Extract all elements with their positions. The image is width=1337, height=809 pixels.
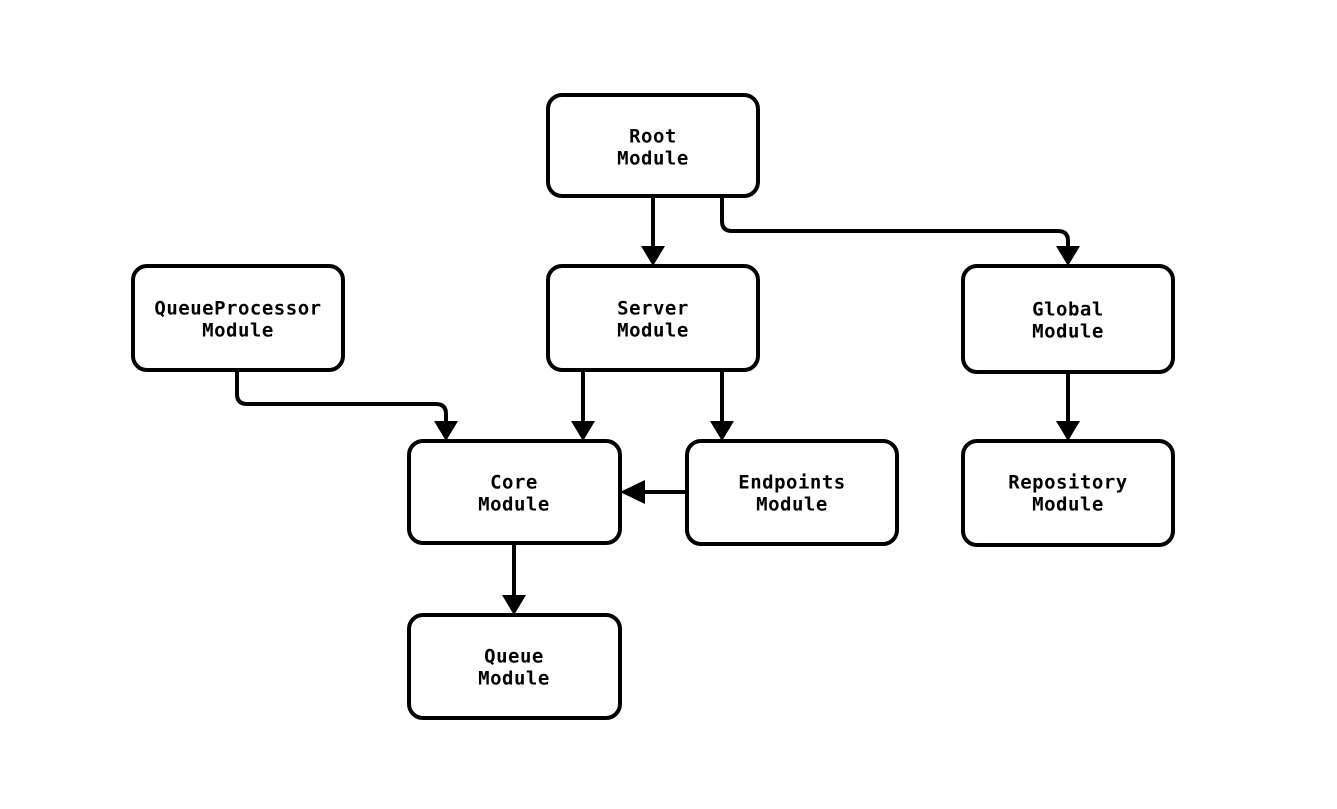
node-label-line2: Module xyxy=(202,320,274,342)
node-label-line2: Module xyxy=(478,668,550,690)
edge-root-to-server xyxy=(641,196,665,266)
queue-module-node[interactable]: Queue Module xyxy=(407,613,622,720)
node-label-line1: Repository xyxy=(1008,472,1127,494)
arrowhead-icon xyxy=(571,421,595,441)
node-label-line2: Module xyxy=(617,148,689,170)
edge-global-to-repository xyxy=(1056,372,1080,441)
node-shape xyxy=(546,264,760,372)
arrowhead-icon xyxy=(1056,421,1080,441)
server-module-node[interactable]: Server Module xyxy=(546,264,760,372)
arrowhead-icon xyxy=(710,421,734,441)
endpoints-module-node[interactable]: Endpoints Module xyxy=(685,439,899,546)
root-module-node[interactable]: Root Module xyxy=(546,93,760,198)
node-label-line1: QueueProcessor xyxy=(154,298,321,320)
node-shape xyxy=(407,613,622,720)
node-shape xyxy=(546,93,760,198)
edge-line xyxy=(720,196,1070,250)
node-label-line2: Module xyxy=(1032,494,1104,516)
edge-line xyxy=(235,370,448,425)
node-label-line2: Module xyxy=(478,494,550,516)
core-module-node[interactable]: Core Module xyxy=(407,439,622,545)
arrowhead-icon xyxy=(641,246,665,266)
edge-server-to-core xyxy=(571,370,595,441)
node-label-line1: Global xyxy=(1032,299,1104,321)
queueprocessor-module-node[interactable]: QueueProcessor Module xyxy=(131,264,345,372)
node-shape xyxy=(685,439,899,546)
edge-endpoints-to-core xyxy=(620,480,687,504)
node-label-line1: Queue xyxy=(484,646,544,668)
edge-server-to-endpoints xyxy=(710,370,734,441)
repository-module-node[interactable]: Repository Module xyxy=(961,439,1175,547)
node-shape xyxy=(131,264,345,372)
node-shape xyxy=(961,264,1175,374)
edge-queueprocessor-to-core xyxy=(235,370,458,441)
arrowhead-icon xyxy=(620,480,645,504)
node-label-line1: Endpoints xyxy=(738,472,845,494)
node-shape xyxy=(407,439,622,545)
node-label-line1: Root xyxy=(629,126,677,148)
global-module-node[interactable]: Global Module xyxy=(961,264,1175,374)
node-label-line1: Server xyxy=(617,298,689,320)
arrowhead-icon xyxy=(434,421,458,441)
arrowhead-icon xyxy=(502,595,526,615)
node-shape xyxy=(961,439,1175,547)
node-label-line1: Core xyxy=(490,472,538,494)
edge-core-to-queue xyxy=(502,543,526,615)
node-label-line2: Module xyxy=(617,320,689,342)
arrowhead-icon xyxy=(1056,246,1080,266)
node-label-line2: Module xyxy=(1032,321,1104,343)
edge-root-to-global xyxy=(720,196,1080,266)
node-label-line2: Module xyxy=(756,494,828,516)
